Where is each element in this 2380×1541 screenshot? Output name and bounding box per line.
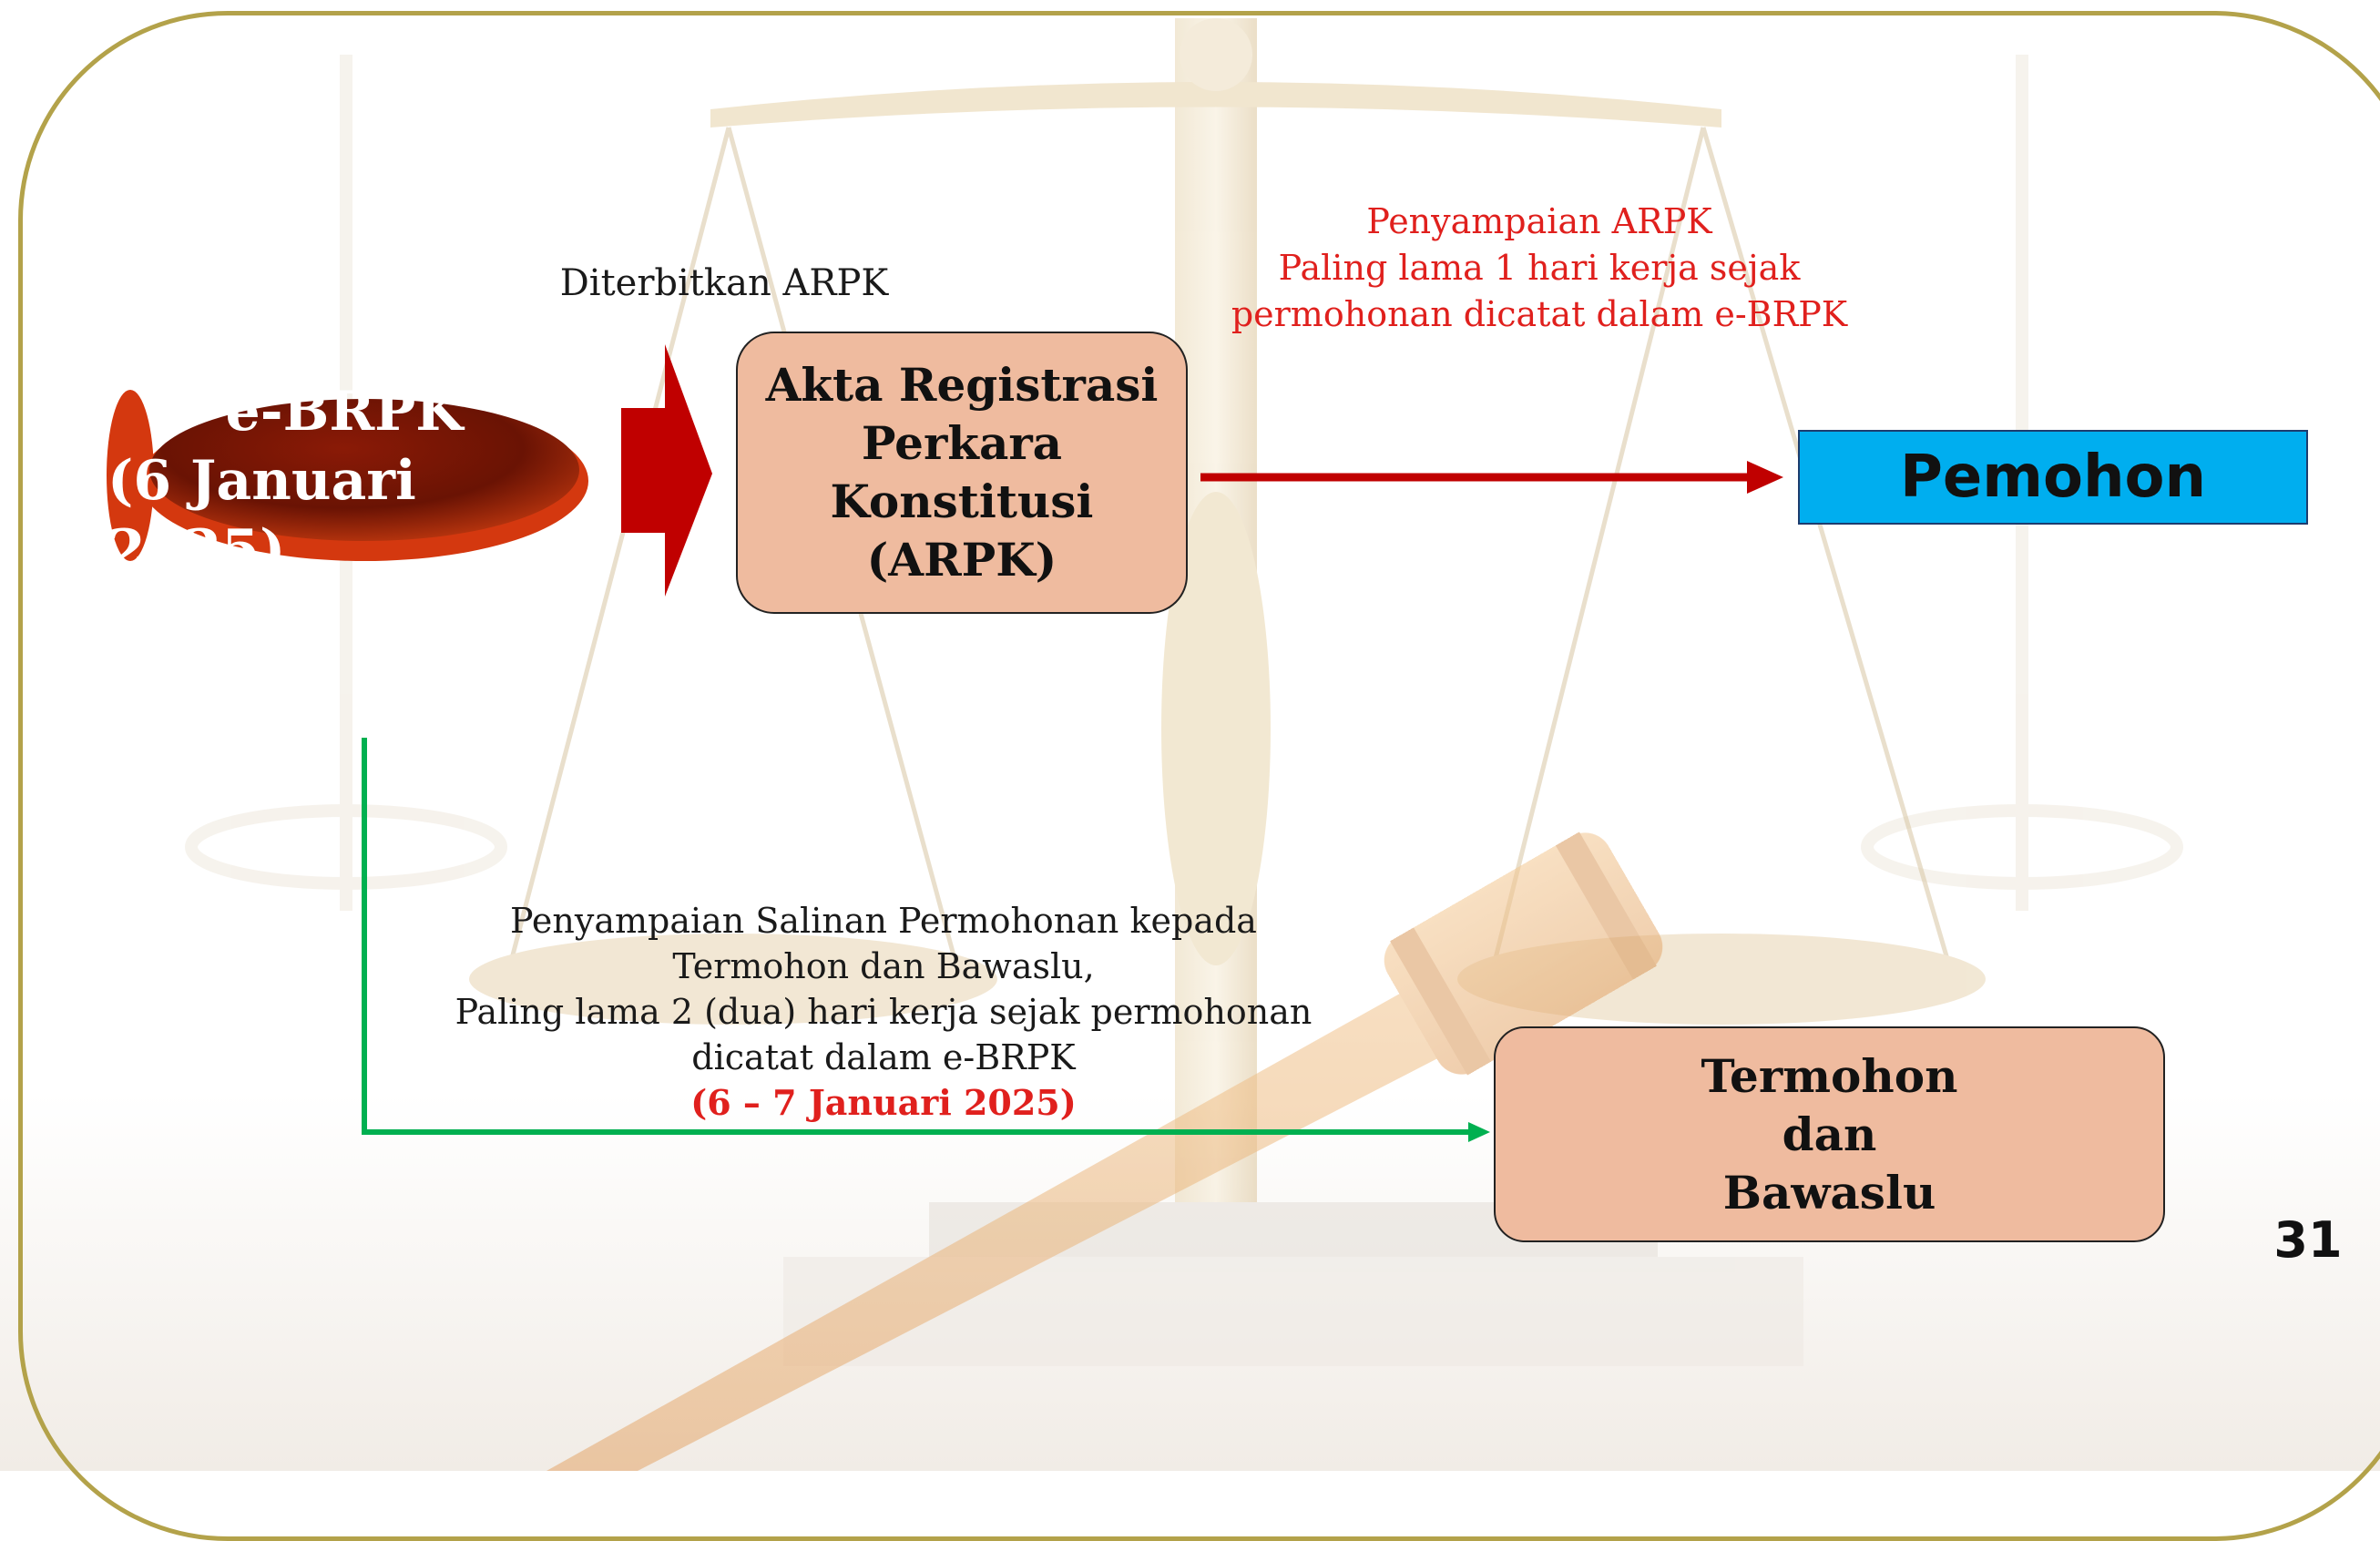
copy-delivery-caption: Penyampaian Salinan Permohonan kepada Te… [437,898,1330,1126]
arpk-line: Akta Registrasi [765,358,1159,412]
arpk-delivery-line: Penyampaian ARPK [1366,201,1712,241]
copy-delivery-date: (6 – 7 Januari 2025) [690,1082,1077,1123]
arrow-arpk-to-pemohon [1200,461,1783,494]
ebrpk-node: e-BRPK (6 Januari 2025) [107,380,581,582]
arpk-delivery-line: Paling lama 1 hari kerja sejak [1278,248,1801,288]
page-number: 31 [2273,1211,2343,1269]
copy-delivery-line: Paling lama 2 (dua) hari kerja sejak per… [455,992,1313,1032]
ebrpk-title: e-BRPK [225,379,464,444]
ebrpk-shape-left [107,390,154,561]
arpk-line: Konstitusi [830,475,1094,528]
arpk-line: Perkara [861,416,1063,470]
arpk-box: Akta Registrasi Perkara Konstitusi (ARPK… [736,332,1188,614]
arpk-line: (ARPK) [866,533,1057,587]
termohon-line: Termohon [1701,1048,1958,1103]
copy-delivery-line: Penyampaian Salinan Permohonan kepada [510,901,1257,941]
pemohon-box: Pemohon [1798,430,2308,525]
block-arrow-right-icon [621,344,712,597]
ebrpk-shape [149,399,579,541]
arpk-delivery-line: permohonan dicatat dalam e-BRPK [1231,294,1848,334]
termohon-box: Termohon dan Bawaslu [1494,1026,2165,1242]
arrow-ebrpk-to-termohon [362,738,1490,1142]
termohon-line: Bawaslu [1722,1165,1936,1220]
ebrpk-date: (6 Januari 2025) [107,448,416,582]
termohon-line: dan [1782,1107,1877,1161]
issued-caption: Diterbitkan ARPK [559,262,889,304]
copy-delivery-line: Termohon dan Bawaslu, [672,946,1095,986]
arpk-delivery-caption: Penyampaian ARPK Paling lama 1 hari kerj… [1184,199,1895,338]
slide: e-BRPK (6 Januari 2025) Diterbitkan ARPK… [0,11,2380,1541]
copy-delivery-line: dicatat dalam e-BRPK [691,1037,1076,1077]
